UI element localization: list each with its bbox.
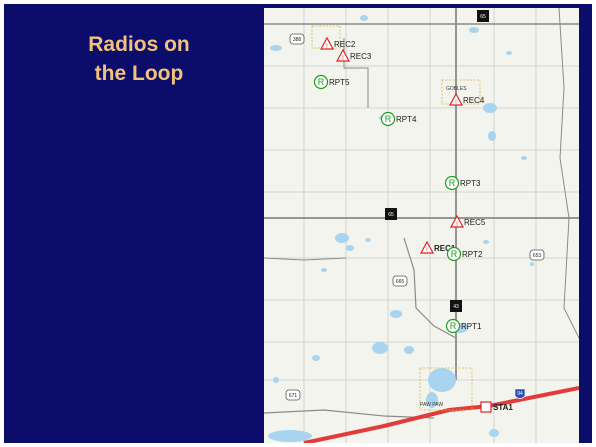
- receiver-triangle-icon: !: [448, 92, 464, 106]
- marker-label: STA1: [493, 403, 513, 412]
- marker-label: RPT1: [461, 322, 482, 331]
- receiver-triangle-icon: !: [335, 48, 351, 62]
- map-canvas: GOBLES PAW PAW 388 65 65: [264, 8, 579, 443]
- marker-rec1: ! REC1: [419, 240, 456, 254]
- marker-label: REC2: [334, 40, 356, 49]
- svg-text:R: R: [451, 249, 458, 259]
- route-shields: 388 65 65 665 43: [285, 10, 545, 401]
- svg-text:!: !: [426, 248, 428, 254]
- loop-map: GOBLES PAW PAW 388 65 65: [264, 8, 579, 443]
- marker-label: RPT2: [462, 250, 483, 259]
- route-shield-388: 388: [289, 33, 305, 45]
- marker-label: REC1: [434, 244, 456, 253]
- route-shield-653: 653: [529, 249, 545, 261]
- marker-rpt1: R RPT1: [445, 318, 482, 334]
- marker-label: REC3: [350, 52, 372, 61]
- receiver-triangle-icon: !: [419, 240, 435, 254]
- marker-rec2: ! REC2: [319, 36, 356, 50]
- section-grid: [264, 8, 579, 443]
- marker-rpt3: R RPT3: [444, 175, 481, 191]
- svg-text:R: R: [450, 321, 457, 331]
- marker-label: REC4: [463, 96, 485, 105]
- svg-text:653: 653: [533, 253, 542, 259]
- repeater-circle-icon: R: [445, 318, 461, 334]
- repeater-circle-icon: R: [446, 246, 462, 262]
- lakes: [268, 15, 534, 442]
- marker-label: REC5: [464, 218, 486, 227]
- marker-rec5: ! REC5: [449, 214, 486, 228]
- svg-text:665: 665: [396, 279, 405, 285]
- svg-text:R: R: [318, 77, 325, 87]
- route-shield-671: 671: [285, 389, 301, 401]
- town-label-paw-paw: PAW PAW: [420, 402, 443, 408]
- marker-rpt4: R RPT4: [380, 111, 417, 127]
- marker-label: RPT3: [460, 179, 481, 188]
- svg-text:94: 94: [517, 391, 523, 397]
- svg-text:R: R: [449, 178, 456, 188]
- svg-text:R: R: [385, 114, 392, 124]
- route-shield-665: 665: [392, 275, 408, 287]
- slide-title: Radios on the Loop: [44, 30, 234, 88]
- marker-rec3: ! REC3: [335, 48, 372, 62]
- road-network: [264, 8, 579, 419]
- title-line-1: Radios on: [88, 33, 190, 56]
- route-shield-94: 94: [514, 388, 526, 399]
- svg-text:!: !: [455, 100, 457, 106]
- station-square-icon: [480, 401, 492, 413]
- marker-rpt5: R RPT5: [313, 74, 350, 90]
- svg-text:388: 388: [293, 37, 302, 43]
- town-label-gobles: GOBLES: [446, 86, 467, 92]
- marker-label: RPT4: [396, 115, 417, 124]
- repeater-circle-icon: R: [444, 175, 460, 191]
- svg-text:!: !: [342, 56, 344, 62]
- svg-text:!: !: [326, 44, 328, 50]
- route-shield-43: 43: [450, 300, 462, 312]
- svg-text:!: !: [456, 222, 458, 228]
- repeater-circle-icon: R: [313, 74, 329, 90]
- marker-label: RPT5: [329, 78, 350, 87]
- route-shield-65: 65: [477, 10, 489, 22]
- marker-sta1: STA1: [480, 401, 513, 413]
- marker-rpt2: R RPT2: [446, 246, 483, 262]
- svg-text:65: 65: [388, 212, 394, 218]
- repeater-circle-icon: R: [380, 111, 396, 127]
- svg-text:65: 65: [480, 14, 486, 20]
- interstate-94: [303, 386, 579, 443]
- route-shield-65-south: 65: [385, 208, 397, 220]
- svg-text:671: 671: [289, 393, 298, 399]
- title-line-2: the Loop: [94, 62, 184, 85]
- marker-rec4: ! REC4: [448, 92, 485, 106]
- receiver-triangle-icon: !: [449, 214, 465, 228]
- receiver-triangle-icon: !: [319, 36, 335, 50]
- town-labels: GOBLES PAW PAW: [420, 86, 467, 408]
- svg-text:43: 43: [453, 304, 459, 310]
